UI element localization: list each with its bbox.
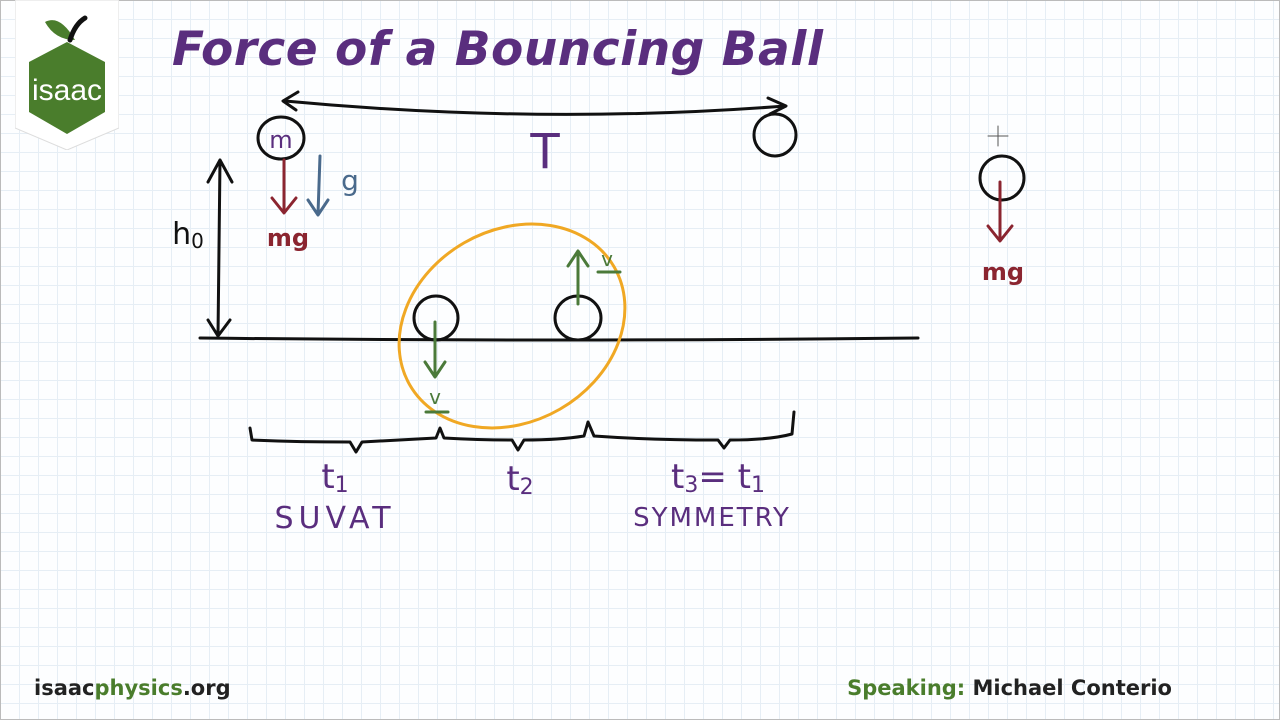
velocity-label-up: v: [601, 247, 613, 271]
ball-right: [978, 154, 1026, 202]
weight-arrow-right: [986, 180, 1014, 243]
time-brace: [248, 410, 796, 454]
weight-label-right: mg: [982, 258, 1024, 286]
svg-text:isaac: isaac: [32, 74, 102, 107]
page-title: Force of a Bouncing Ball: [172, 22, 824, 77]
gravity-label: g: [341, 164, 359, 197]
velocity-label-down: v: [429, 385, 441, 409]
velocity-up-arrow: [566, 249, 590, 306]
ball-top-right: [752, 112, 798, 158]
velocity-down-arrow: [423, 320, 447, 379]
symmetry-label: SYMMETRY: [633, 503, 791, 533]
mass-label: m: [269, 126, 292, 154]
suvat-label: SUVAT: [274, 501, 395, 536]
t1-label: t1: [321, 457, 348, 498]
t2-label: t2: [506, 459, 533, 500]
speaker-credit: Speaking: Michael Conterio: [847, 676, 1172, 700]
site-link: isaacphysics.org: [34, 676, 231, 700]
weight-label: mg: [267, 224, 309, 252]
weight-arrow: [270, 158, 298, 215]
isaac-logo: isaac: [15, 0, 119, 150]
height-label: h0: [172, 217, 204, 253]
t3-label: t3= t1: [671, 457, 765, 498]
height-arrow: [206, 158, 234, 338]
highlight-ellipse: [397, 222, 627, 430]
period-arrow: [283, 99, 787, 116]
ground-line: [198, 336, 920, 342]
period-label: T: [529, 124, 560, 180]
crosshair-cursor-icon: [987, 125, 1009, 147]
gravity-arrow: [306, 154, 330, 217]
ball-top-left: [256, 115, 306, 161]
